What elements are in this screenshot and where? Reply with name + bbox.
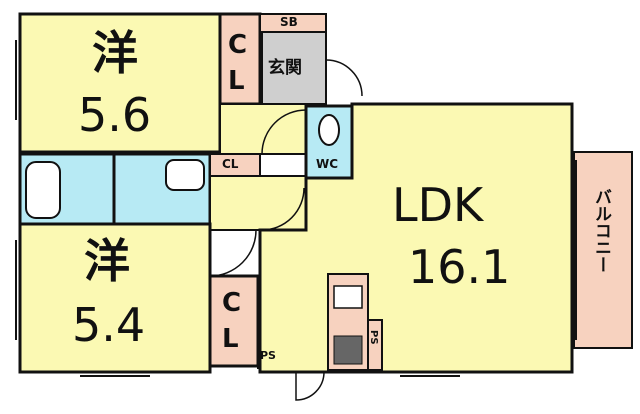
- pipe-space-kitchen: [367, 319, 383, 371]
- wash-basin-icon: [165, 159, 205, 191]
- door-swing: [209, 229, 257, 277]
- western-room-top: [18, 12, 222, 154]
- closet-top-c: C: [228, 30, 248, 60]
- western-top-size: 5.6: [78, 88, 152, 142]
- closet-small-label: CL: [222, 157, 239, 171]
- western-top-kanji: 洋: [92, 26, 138, 80]
- entrance-label: 玄関: [268, 58, 302, 78]
- ldk-size: 16.1: [408, 240, 511, 294]
- closet-top-l: L: [228, 66, 245, 96]
- door-swing: [261, 109, 307, 155]
- balcony-label: バルコニー: [591, 188, 611, 273]
- closet-bottom-l: L: [222, 324, 239, 354]
- door-swing: [325, 59, 363, 97]
- shoe-box-label: SB: [280, 15, 298, 29]
- western-bottom-kanji: 洋: [84, 234, 130, 288]
- door-swing: [261, 187, 305, 231]
- closet-bottom: [208, 274, 260, 368]
- kitchen-stove: [333, 335, 363, 365]
- balcony: [573, 151, 633, 349]
- door-swing: [295, 371, 325, 401]
- toilet-label: WC: [316, 157, 339, 171]
- hallway-middle: [209, 175, 307, 231]
- western-room-bottom: [18, 222, 212, 374]
- closet-bottom-c: C: [222, 288, 242, 318]
- entrance: [261, 31, 327, 105]
- ldk-name: LDK: [392, 178, 484, 232]
- pipe-space-bottom-label: PS: [260, 349, 276, 362]
- kitchen-sink: [333, 285, 363, 309]
- bathtub-icon: [25, 161, 61, 219]
- western-bottom-size: 5.4: [72, 298, 146, 352]
- pipe-space-kitchen-label: PS: [368, 330, 379, 345]
- toilet-bowl-icon: [318, 114, 340, 146]
